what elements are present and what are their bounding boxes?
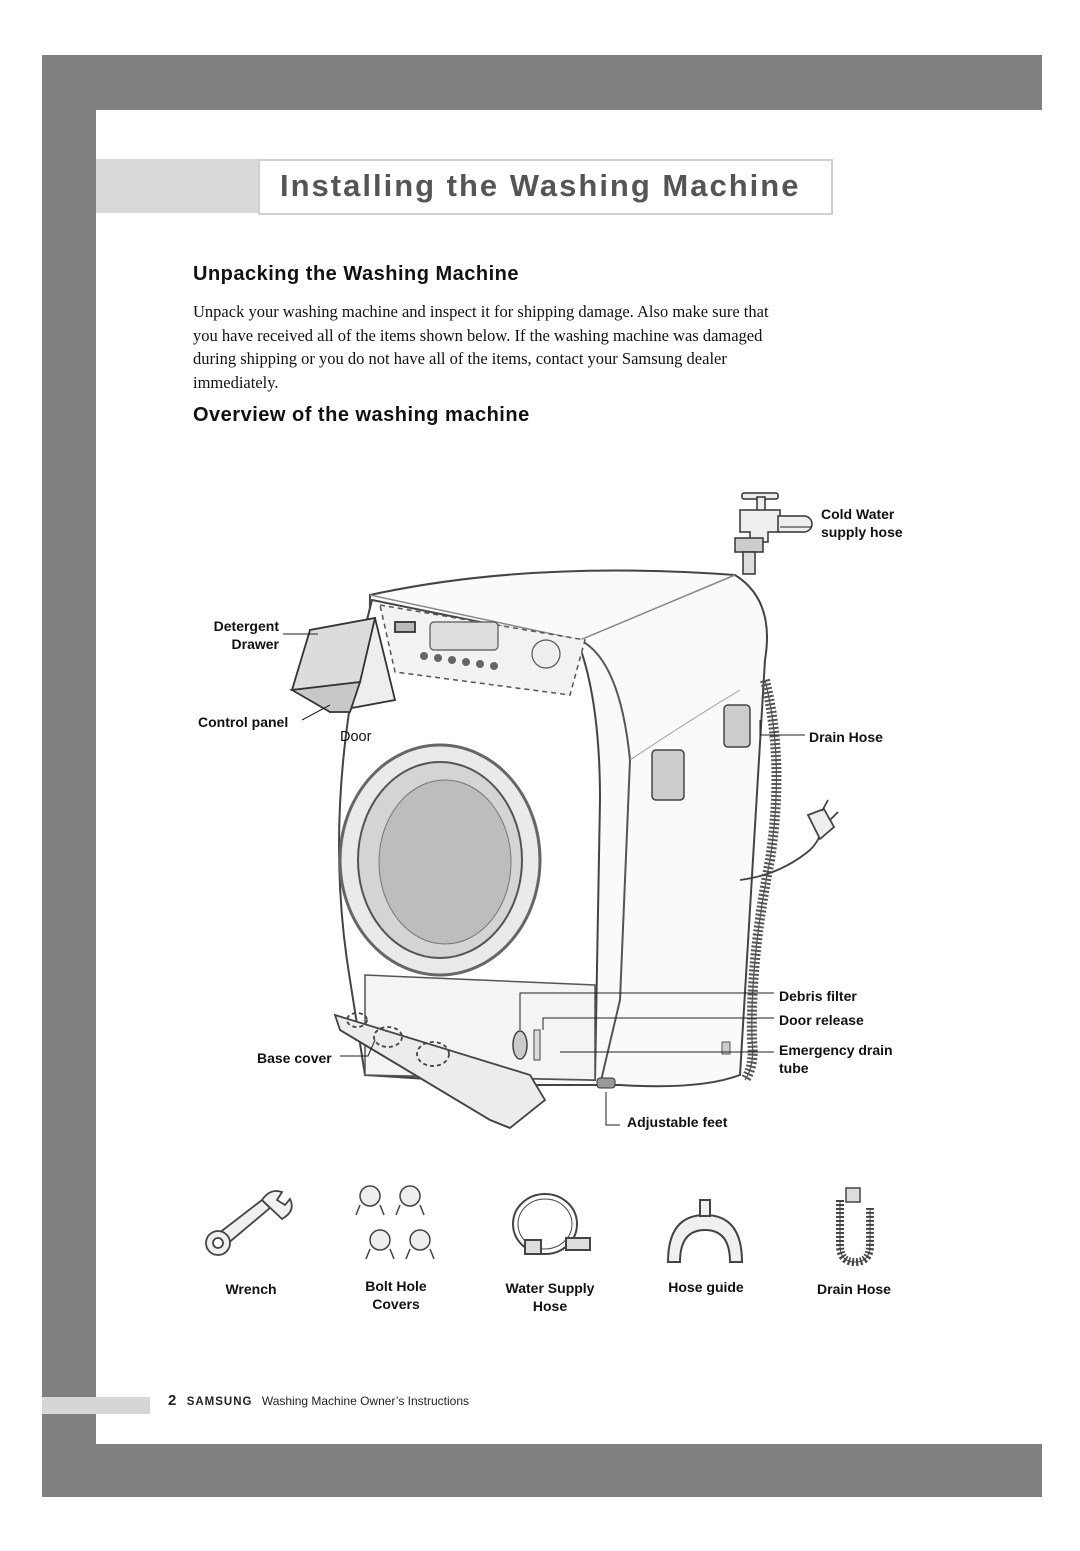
- page-footer: 2 SAMSUNG Washing Machine Owner’s Instru…: [168, 1392, 469, 1409]
- overview-heading: Overview of the washing machine: [193, 404, 530, 426]
- footer-accent-strip: [42, 1397, 150, 1414]
- accessory-label-wrench: Wrench: [225, 1281, 277, 1297]
- detergent-drawer-icon: [289, 616, 416, 714]
- unpacking-paragraph: Unpack your washing machine and inspect …: [193, 300, 883, 394]
- faucet-icon: [734, 492, 813, 575]
- drain-hose-label: Drain Hose: [809, 729, 883, 745]
- page-title-box: Installing the Washing Machine: [258, 159, 833, 215]
- control-panel-label: Control panel: [198, 714, 289, 730]
- emergency-drain-label: Emergency drain tube: [779, 1042, 893, 1076]
- hose-guide-icon: [666, 1199, 744, 1263]
- title-accent-strip: [96, 159, 258, 213]
- bottom-gray-band: [42, 1444, 1042, 1497]
- footer-text: Washing Machine Owner’s Instructions: [261, 1394, 470, 1408]
- adjustable-feet-label: Adjustable feet: [627, 1114, 728, 1130]
- base-cover-label: Base cover: [257, 1050, 332, 1066]
- accessory-label-bolt-hole-covers: Bolt Hole Covers: [365, 1278, 427, 1312]
- paragraph-line: Unpack your washing machine and inspect …: [193, 302, 769, 321]
- base-cover-icon: [333, 1012, 547, 1130]
- accessory-label-drain-hose: Drain Hose: [817, 1281, 891, 1297]
- top-gray-band: [42, 55, 1042, 110]
- door-label: Door: [340, 729, 372, 745]
- paragraph-line: during shipping or you do not have all o…: [193, 349, 727, 368]
- left-gray-band: [42, 55, 96, 1497]
- page-title: Installing the Washing Machine: [280, 168, 801, 203]
- detergent-drawer-label: Detergent Drawer: [213, 618, 279, 652]
- accessory-label-hose-guide: Hose guide: [668, 1279, 744, 1295]
- water-supply-hose-icon: [512, 1193, 591, 1255]
- unpacking-heading: Unpacking the Washing Machine: [193, 263, 520, 285]
- bolt-hole-covers-icon: [355, 1185, 435, 1260]
- leader-lines: [283, 526, 812, 1126]
- power-plug-icon: [739, 799, 839, 881]
- drain-hose-accessory-icon: [836, 1187, 874, 1267]
- door-release-label: Door release: [779, 1012, 864, 1028]
- cold-water-label: Cold Water supply hose: [821, 506, 903, 540]
- accessory-label-water-supply-hose: Water Supply Hose: [505, 1280, 595, 1314]
- paragraph-line: you have received all of the items shown…: [193, 325, 763, 345]
- washing-machine-icon: [338, 569, 768, 1089]
- brand-name: SAMSUNG: [186, 1396, 253, 1408]
- wrench-icon: [205, 1190, 293, 1256]
- paragraph-line: immediately.: [193, 372, 279, 392]
- debris-filter-label: Debris filter: [779, 988, 857, 1004]
- page-number: 2: [168, 1392, 177, 1409]
